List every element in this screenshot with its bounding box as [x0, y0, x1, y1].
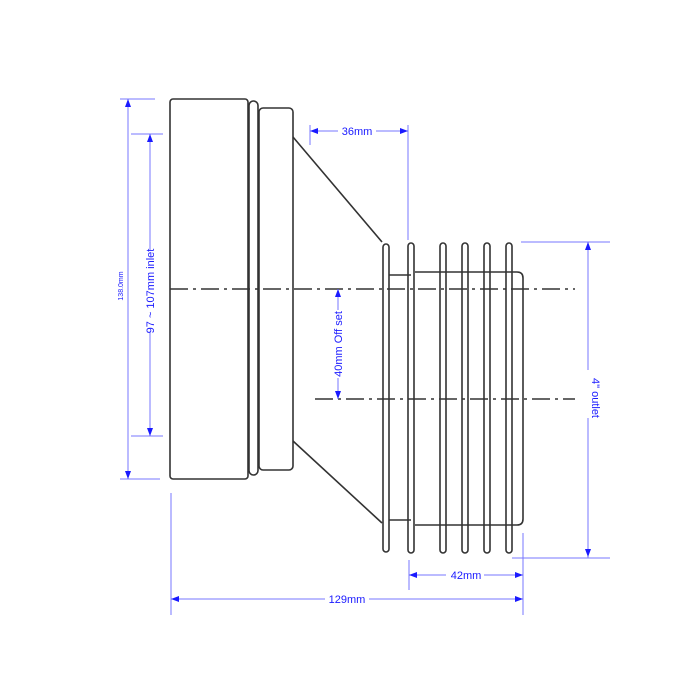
- reducer-cone: [292, 136, 383, 524]
- overall-length-label: 129mm: [329, 594, 366, 606]
- outlet-fins: [382, 242, 513, 554]
- inlet-label: 97 ~ 107mm inlet: [145, 249, 157, 334]
- center-lines: [170, 288, 575, 400]
- inlet-collar: [258, 107, 294, 471]
- connector-body: [169, 98, 524, 554]
- cone-length-label: 36mm: [342, 126, 373, 138]
- dimension-lines: [120, 98, 610, 615]
- inlet-ring: [248, 100, 259, 476]
- outlet-label: 4" outlet: [589, 378, 601, 418]
- dimension-labels: 138.0mm 97 ~ 107mm inlet 36mm 40mm Off s…: [116, 124, 601, 606]
- offset-label: 40mm Off set: [333, 311, 345, 377]
- outlet-length-label: 42mm: [451, 570, 482, 582]
- overall-height-label: 138.0mm: [118, 271, 125, 300]
